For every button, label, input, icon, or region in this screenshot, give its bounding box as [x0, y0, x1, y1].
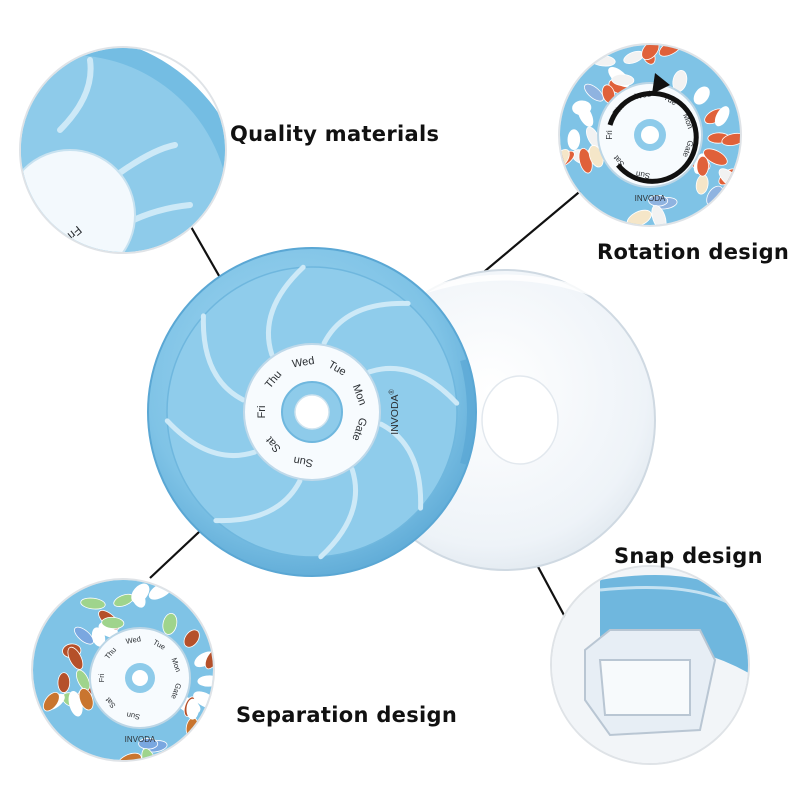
dial-day-label: Sun — [635, 169, 651, 180]
pill — [74, 626, 94, 645]
dial-day-label: Fri — [256, 406, 268, 419]
pill — [57, 672, 71, 693]
separation-design-label: Separation design — [236, 703, 458, 727]
dial-day-label: Fri — [605, 130, 614, 140]
snap-design-label: Snap design — [614, 544, 763, 568]
svg-text:INVODA: INVODA — [635, 194, 666, 203]
compartment-divider — [200, 313, 246, 403]
compartment-divider — [266, 264, 306, 358]
pill — [80, 597, 106, 610]
pill — [584, 83, 604, 102]
pill — [208, 711, 213, 732]
rotation-arrow-icon — [607, 73, 699, 184]
pill — [101, 616, 125, 630]
pill — [67, 646, 84, 670]
compartment-divider — [164, 418, 258, 458]
pill — [78, 688, 94, 711]
pill — [714, 106, 730, 127]
compartment-divider — [213, 478, 303, 524]
dial-day-label: Wed — [291, 355, 315, 371]
compartment-divider — [366, 366, 460, 406]
pill — [162, 612, 178, 635]
pill — [651, 205, 667, 225]
pill — [186, 698, 199, 720]
compartment-divider — [318, 466, 358, 560]
pill — [131, 583, 150, 604]
quality-materials-label: Quality materials — [230, 122, 440, 146]
compartment-divider — [321, 300, 411, 346]
pill — [567, 129, 581, 150]
pill — [577, 103, 594, 127]
pill — [197, 675, 213, 687]
pill — [208, 711, 213, 729]
dial-day-label: Fri — [97, 673, 106, 682]
dial-day-label: Sun — [126, 710, 141, 721]
brand-label: INVODA® — [388, 388, 401, 434]
callout-rings — [19, 43, 750, 765]
dial-day-label: Sun — [293, 454, 314, 469]
pill — [183, 629, 200, 648]
pill — [196, 728, 213, 750]
pill — [658, 45, 683, 57]
compartment-divider — [378, 421, 424, 511]
pill — [204, 649, 213, 670]
rotation-design-label: Rotation design — [597, 240, 790, 264]
compartment-dividers — [164, 264, 460, 560]
pill — [703, 148, 728, 166]
pill — [641, 45, 660, 61]
pill — [721, 132, 740, 146]
pill — [116, 752, 142, 760]
svg-text:INVODA: INVODA — [125, 735, 156, 744]
pill — [42, 692, 60, 712]
pill — [696, 155, 709, 177]
snap-closeup — [552, 567, 748, 763]
pill — [611, 73, 635, 87]
dial-day-label: Wed — [125, 634, 142, 646]
pill — [693, 86, 710, 105]
